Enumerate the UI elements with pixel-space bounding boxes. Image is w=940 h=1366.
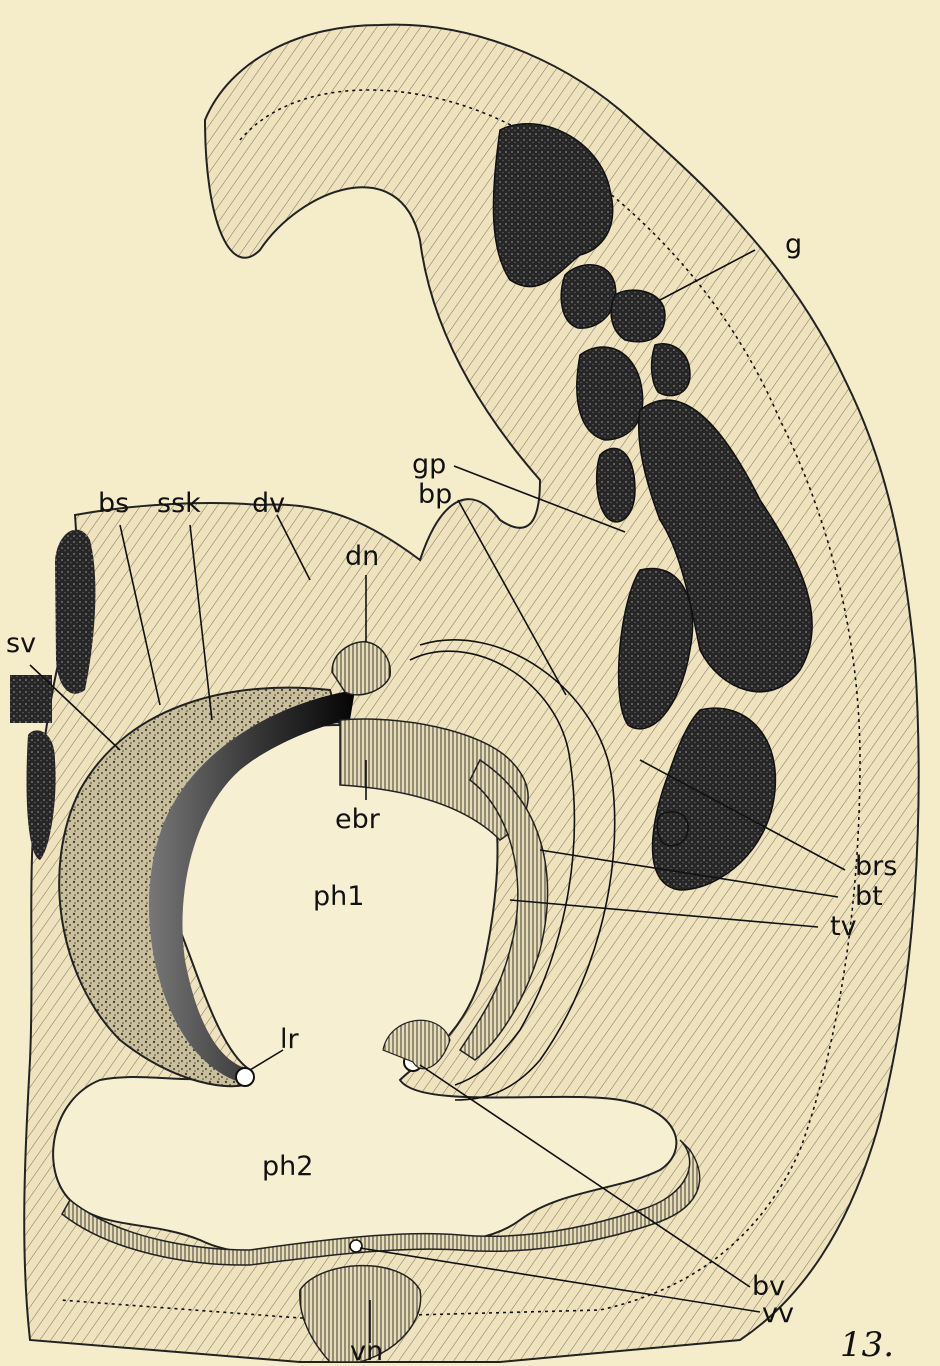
label-lr: lr (280, 1024, 300, 1055)
label-ssk: ssk (157, 488, 201, 519)
label-ph1: ph1 (313, 881, 364, 912)
label-ebr: ebr (335, 804, 381, 835)
label-dv: dv (252, 488, 285, 519)
label-ph2: ph2 (262, 1151, 313, 1182)
lateral-ring-node (236, 1068, 254, 1086)
label-sv: sv (6, 628, 36, 659)
label-bs: bs (98, 488, 129, 519)
label-vn: vn (350, 1336, 383, 1366)
label-tv: tv (830, 911, 857, 942)
figure-number: 13. (840, 1325, 894, 1365)
label-bt: bt (855, 881, 883, 912)
label-bp: bp (418, 479, 452, 510)
label-g: g (785, 229, 802, 260)
label-gp: gp (412, 449, 446, 480)
label-brs: brs (855, 851, 897, 882)
label-dn: dn (345, 541, 379, 572)
label-vv: vv (762, 1298, 794, 1329)
dorsal-vessel-block-1 (10, 675, 52, 723)
vv-node (350, 1240, 362, 1252)
